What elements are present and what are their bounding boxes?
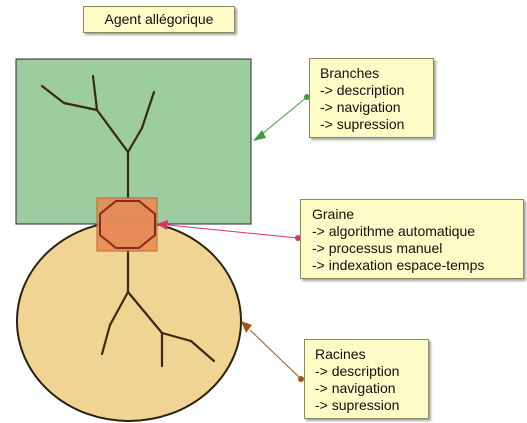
title-text: Agent allégorique [105, 11, 214, 27]
graine-item: -> algorithme automatique [312, 223, 515, 240]
title-note: Agent allégorique [83, 6, 235, 33]
branches-item: -> navigation [320, 99, 425, 116]
branches-note: Branches -> description -> navigation ->… [309, 58, 434, 138]
seed-octagon [100, 201, 155, 248]
branches-item: -> description [320, 82, 425, 99]
branches-heading: Branches [320, 65, 425, 82]
graine-note: Graine -> algorithme automatique -> proc… [300, 199, 524, 279]
branches-connector [253, 94, 310, 141]
racines-item: -> supression [315, 397, 420, 414]
racines-note: Racines -> description -> navigation -> … [304, 339, 429, 419]
racines-item: -> navigation [315, 380, 420, 397]
graine-item: -> indexation espace-temps [312, 257, 515, 274]
racines-connector [241, 321, 304, 382]
racines-item: -> description [315, 363, 420, 380]
branches-item: -> supression [320, 116, 425, 133]
graine-item: -> processus manuel [312, 240, 515, 257]
graine-heading: Graine [312, 206, 515, 223]
racines-heading: Racines [315, 346, 420, 363]
